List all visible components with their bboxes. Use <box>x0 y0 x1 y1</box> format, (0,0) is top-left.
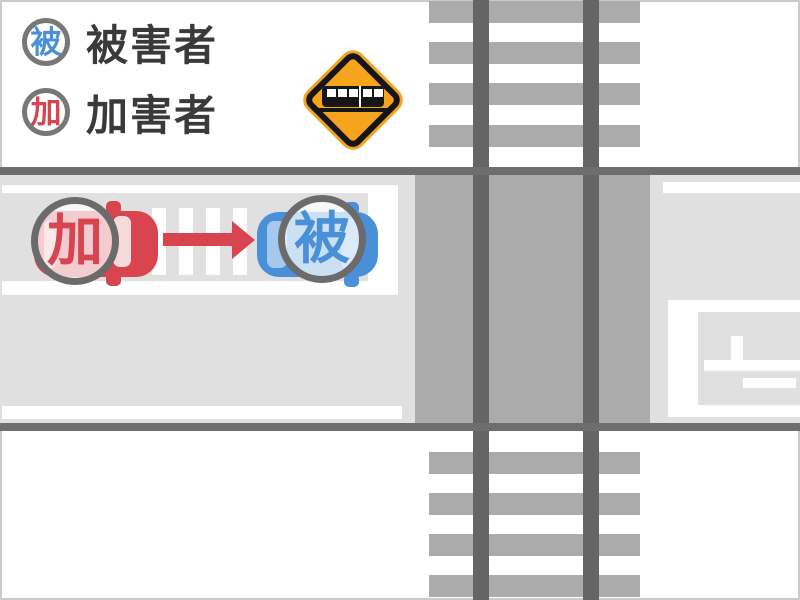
train-window <box>338 89 347 97</box>
legend-victim-label: 被害者 <box>86 22 219 69</box>
train-window <box>327 89 336 97</box>
legend-victim-symbol: 被 <box>30 24 62 60</box>
right-arrow-shaft <box>163 233 233 246</box>
railroad-tie <box>429 534 640 556</box>
legend-perpetrator-label: 加害者 <box>86 92 219 139</box>
victim-badge-text: 被 <box>294 207 350 270</box>
rail <box>583 0 599 600</box>
perpetrator-badge-text: 加 <box>47 209 103 272</box>
rail <box>473 0 489 600</box>
railroad-tie <box>429 493 640 515</box>
opposite-lane-zone-inner <box>698 312 800 405</box>
train-window <box>374 89 383 97</box>
railroad-tie <box>429 575 640 597</box>
train-window <box>363 89 372 97</box>
lane-edge-line <box>663 182 800 193</box>
train-car-divider <box>359 86 361 107</box>
railroad-tie <box>429 83 640 105</box>
railroad-tie <box>429 452 640 474</box>
car-mirror <box>106 201 121 214</box>
perpetrator-badge-magnifier: 加 <box>31 197 119 285</box>
railroad-tie <box>429 42 640 64</box>
road-edge-line-bottom <box>0 423 800 431</box>
lane-edge-line <box>2 406 402 419</box>
railroad-tie <box>429 1 640 23</box>
road-marking-bar <box>743 378 796 388</box>
railroad-crossing-area <box>415 175 650 423</box>
right-arrow-head <box>232 221 255 259</box>
train-window <box>349 89 358 97</box>
legend-victim-circle: 被 <box>22 18 70 66</box>
road-marking-bar <box>731 336 743 362</box>
train-ground-line <box>317 108 389 112</box>
legend-perpetrator-circle: 加 <box>22 88 70 136</box>
car-mirror <box>106 273 121 286</box>
road-edge-line-top <box>0 167 800 175</box>
legend-perpetrator-symbol: 加 <box>30 94 62 130</box>
road-marking-bar <box>704 360 800 371</box>
railroad-tie <box>429 125 640 147</box>
victim-badge-magnifier: 被 <box>278 195 366 283</box>
car-mirror <box>344 274 359 287</box>
